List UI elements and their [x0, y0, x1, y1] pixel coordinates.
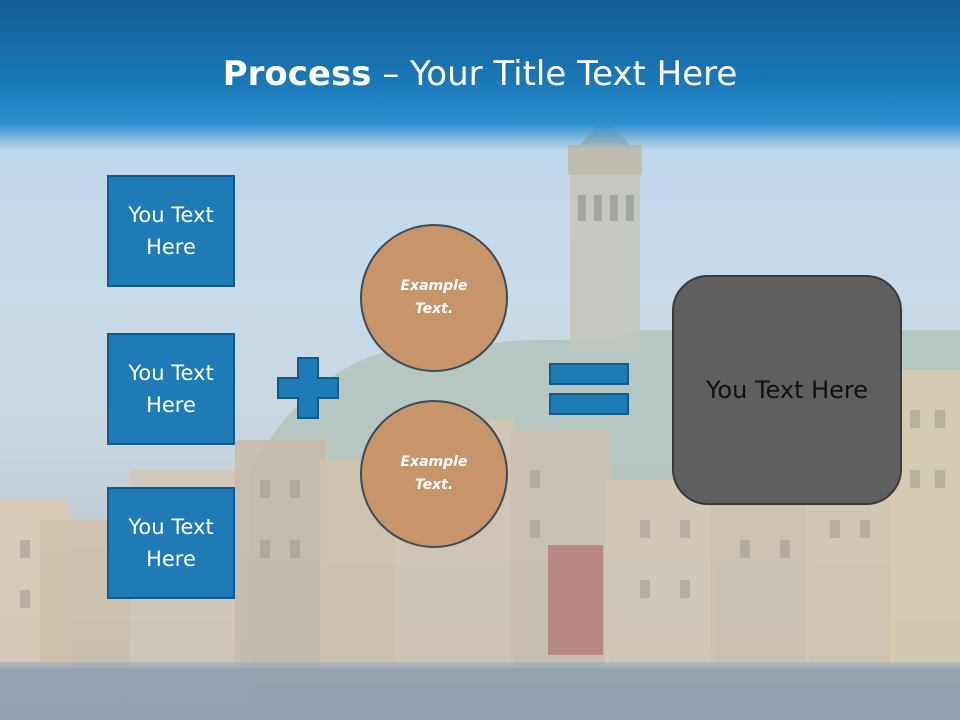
example-circle-2-text: Example Text. [400, 454, 468, 493]
title-bold: Process [222, 54, 372, 94]
slide-title: Process – Your Title Text Here [0, 52, 960, 96]
plus-icon [277, 357, 339, 419]
example-circle-1-text: Example Text. [400, 278, 468, 317]
header-band [0, 0, 960, 150]
example-circle-2[interactable]: Example Text. [360, 400, 508, 548]
left-box-3-text: You Text Here [128, 515, 214, 571]
left-box-3[interactable]: You Text Here [107, 487, 235, 599]
equals-icon [549, 363, 629, 415]
title-rest: – Your Title Text Here [371, 54, 738, 94]
result-box[interactable]: You Text Here [672, 275, 902, 505]
result-box-text: You Text Here [705, 376, 869, 404]
left-box-1[interactable]: You Text Here [107, 175, 235, 287]
left-box-2[interactable]: You Text Here [107, 333, 235, 445]
left-box-1-text: You Text Here [128, 203, 214, 259]
example-circle-1[interactable]: Example Text. [360, 224, 508, 372]
left-box-2-text: You Text Here [128, 361, 214, 417]
